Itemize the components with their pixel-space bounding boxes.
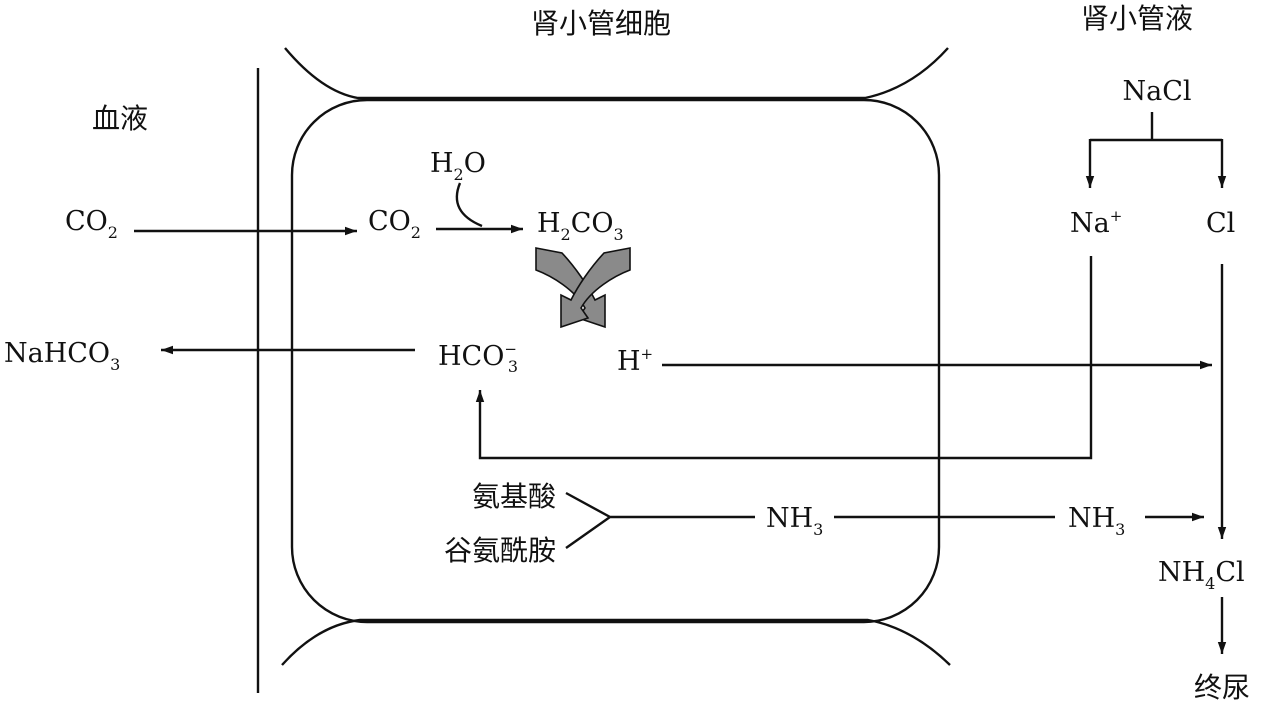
nacl-split-lines	[1090, 112, 1222, 142]
lower-adjacent-cell-outline	[281, 618, 951, 666]
water-label: H2O	[430, 148, 486, 184]
bicarbonate-cell-label: HCO−3	[438, 340, 518, 376]
right-curved-arrow	[560, 247, 631, 329]
sodium-bicarbonate-label: NaHCO3	[4, 338, 120, 374]
glutamine-label: 谷氨酰胺	[444, 534, 556, 567]
ammonia-lumen-label: NH3	[1068, 503, 1125, 539]
carbonic-acid-label: H2CO3	[537, 208, 624, 244]
sodium-reabsorption-path	[475, 256, 1093, 460]
final-urine-label: 终尿	[1194, 671, 1250, 704]
ammonia-source-bracket	[565, 491, 755, 549]
blood-heading: 血液	[92, 102, 148, 135]
tubule-cell-body	[290, 98, 941, 624]
amino-acid-label: 氨基酸	[472, 480, 556, 513]
upper-adjacent-cell-outline	[284, 47, 949, 100]
lumen-heading: 肾小管液	[1081, 2, 1193, 35]
cell-co2-label: CO2	[368, 206, 421, 242]
chloride-label: Cl	[1206, 208, 1235, 239]
ammonia-cell-label: NH3	[766, 503, 823, 539]
water-input-curve	[455, 182, 483, 228]
proton-label: H+	[617, 345, 653, 377]
ammonium-chloride-label: NH4Cl	[1158, 557, 1245, 593]
nacl-label: NaCl	[1122, 76, 1191, 107]
left-curved-arrow	[535, 247, 606, 329]
cell-heading: 肾小管细胞	[531, 7, 671, 40]
sodium-label: Na+	[1070, 207, 1122, 239]
dissociation-arrows	[535, 247, 631, 329]
blood-co2-label: CO2	[65, 206, 118, 242]
